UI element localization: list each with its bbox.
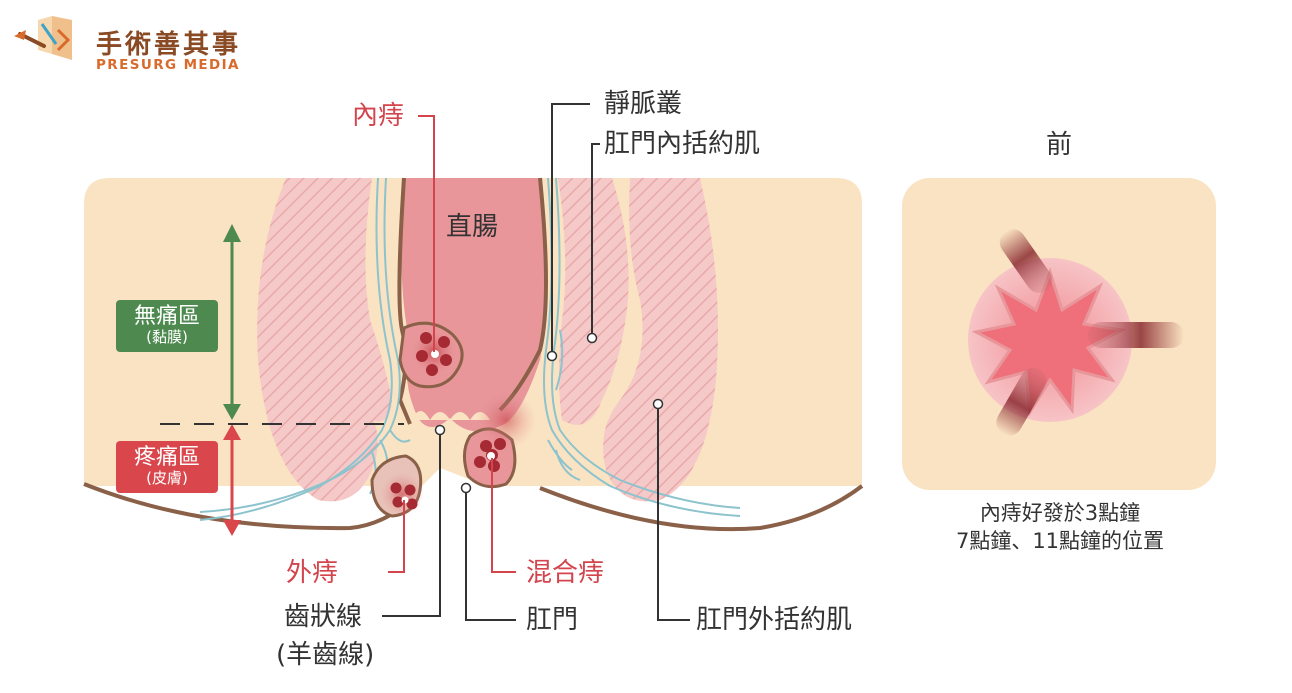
painless-zone-sub: (黏膜) xyxy=(146,328,188,347)
internal-hemorrhoid-cluster xyxy=(416,332,452,376)
internal-sphincter-right xyxy=(558,178,629,425)
external-sphincter-right xyxy=(603,178,718,502)
label-rectum: 直腸 xyxy=(446,212,499,242)
front-view-caption-line2: 7點鐘、11點鐘的位置 xyxy=(955,529,1165,553)
label-external-sphincter: 肛門外括約肌 xyxy=(696,605,853,635)
brand-subtitle: PRESURG MEDIA xyxy=(96,57,240,73)
brand-title: 手術善其事 xyxy=(96,30,242,60)
front-view-caption-line1: 內痔好發於3點鐘 xyxy=(979,501,1141,525)
hemorrhoid-positions xyxy=(996,229,1184,436)
painful-zone-title: 疼痛區 xyxy=(133,445,200,470)
painful-zone-arrow xyxy=(223,424,241,536)
label-dentate-line: 齒狀線 xyxy=(284,602,363,632)
label-mixed-hemorrhoid: 混合痔 xyxy=(526,558,605,588)
internal-sphincter-left xyxy=(313,178,392,422)
label-dentate-line-alt: (羊齒線) xyxy=(276,640,375,670)
label-internal-sphincter: 肛門內括約肌 xyxy=(604,129,761,159)
painful-zone-badge: 疼痛區 (皮膚) xyxy=(116,441,218,493)
label-venous-plexus: 靜脈叢 xyxy=(604,89,683,119)
painless-zone-badge: 無痛區 (黏膜) xyxy=(116,300,218,352)
label-anus: 肛門 xyxy=(526,605,579,635)
painless-zone-arrow xyxy=(223,224,241,420)
brand-logo: 手術善其事 PRESURG MEDIA xyxy=(12,10,252,73)
front-view-heading: 前 xyxy=(1046,130,1073,160)
leader-lines xyxy=(382,103,690,621)
external-hemorrhoid-cluster xyxy=(390,482,418,510)
painful-zone-sub: (皮膚) xyxy=(146,469,188,488)
label-internal-hemorrhoid: 內痔 xyxy=(352,101,405,131)
label-external-hemorrhoid: 外痔 xyxy=(286,558,339,588)
anal-star-folds xyxy=(971,267,1127,417)
painless-zone-title: 無痛區 xyxy=(133,304,200,329)
brand-mark-icon xyxy=(14,16,72,60)
